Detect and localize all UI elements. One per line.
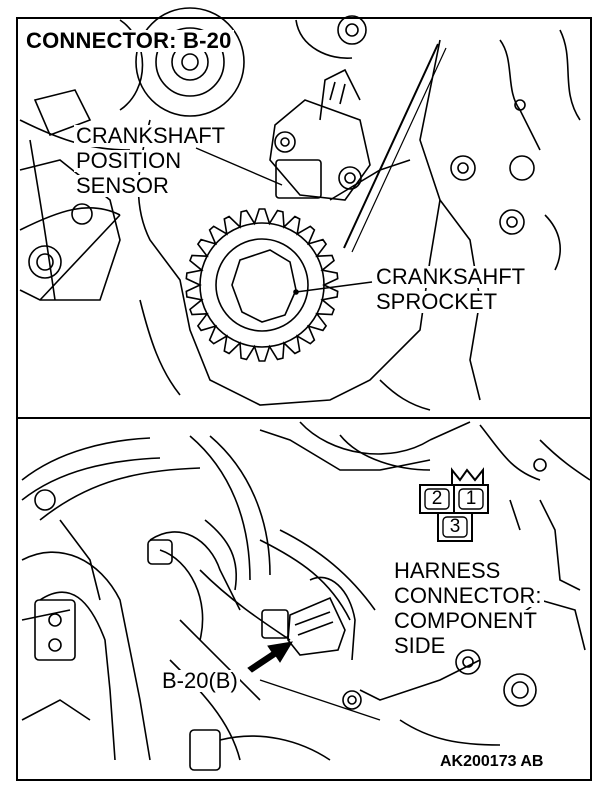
right-engine-contour — [329, 29, 581, 401]
crank-sensor-body — [269, 68, 371, 201]
harness-connector-symbol — [419, 467, 489, 542]
connector-pin-3: 3 — [449, 516, 461, 537]
lower-illustration — [21, 421, 591, 771]
connector-title: CONNECTOR: B-20 — [24, 28, 234, 53]
b20-pointer-arrow — [247, 641, 293, 673]
connector-pin-1: 1 — [465, 488, 477, 509]
harness-label-line-4: SIDE — [392, 633, 448, 658]
figure-code: AK200173 AB — [438, 753, 546, 770]
sensor-label-line-1: CRANKSHAFT — [74, 123, 228, 148]
engine-case-outline — [137, 119, 441, 406]
harness-label-line-3: COMPONENT — [392, 608, 539, 633]
left-bracket — [19, 89, 131, 301]
sensor-leader-line — [195, 147, 283, 186]
b20-connector-body — [261, 576, 356, 661]
sprocket-label-line-1: CRANKSAHFT — [374, 264, 528, 289]
harness-label-line-1: HARNESS — [392, 558, 503, 583]
upper-right-pulley — [295, 15, 367, 59]
sprocket-leader-line — [295, 281, 373, 293]
upper-illustration — [19, 7, 581, 411]
crankshaft-sprocket — [185, 208, 339, 362]
b20-callout-label: B-20(B) — [160, 668, 240, 693]
connector-pin-2: 2 — [431, 488, 443, 509]
sensor-label-line-2: POSITION — [74, 148, 184, 173]
sensor-label-line-3: SENSOR — [74, 173, 171, 198]
sprocket-label-line-2: SPROCKET — [374, 289, 500, 314]
upper-left-pulley — [119, 7, 245, 117]
b20-leader-line — [259, 679, 381, 721]
timing-belt — [343, 43, 439, 249]
harness-label-line-2: CONNECTOR: — [392, 583, 544, 608]
